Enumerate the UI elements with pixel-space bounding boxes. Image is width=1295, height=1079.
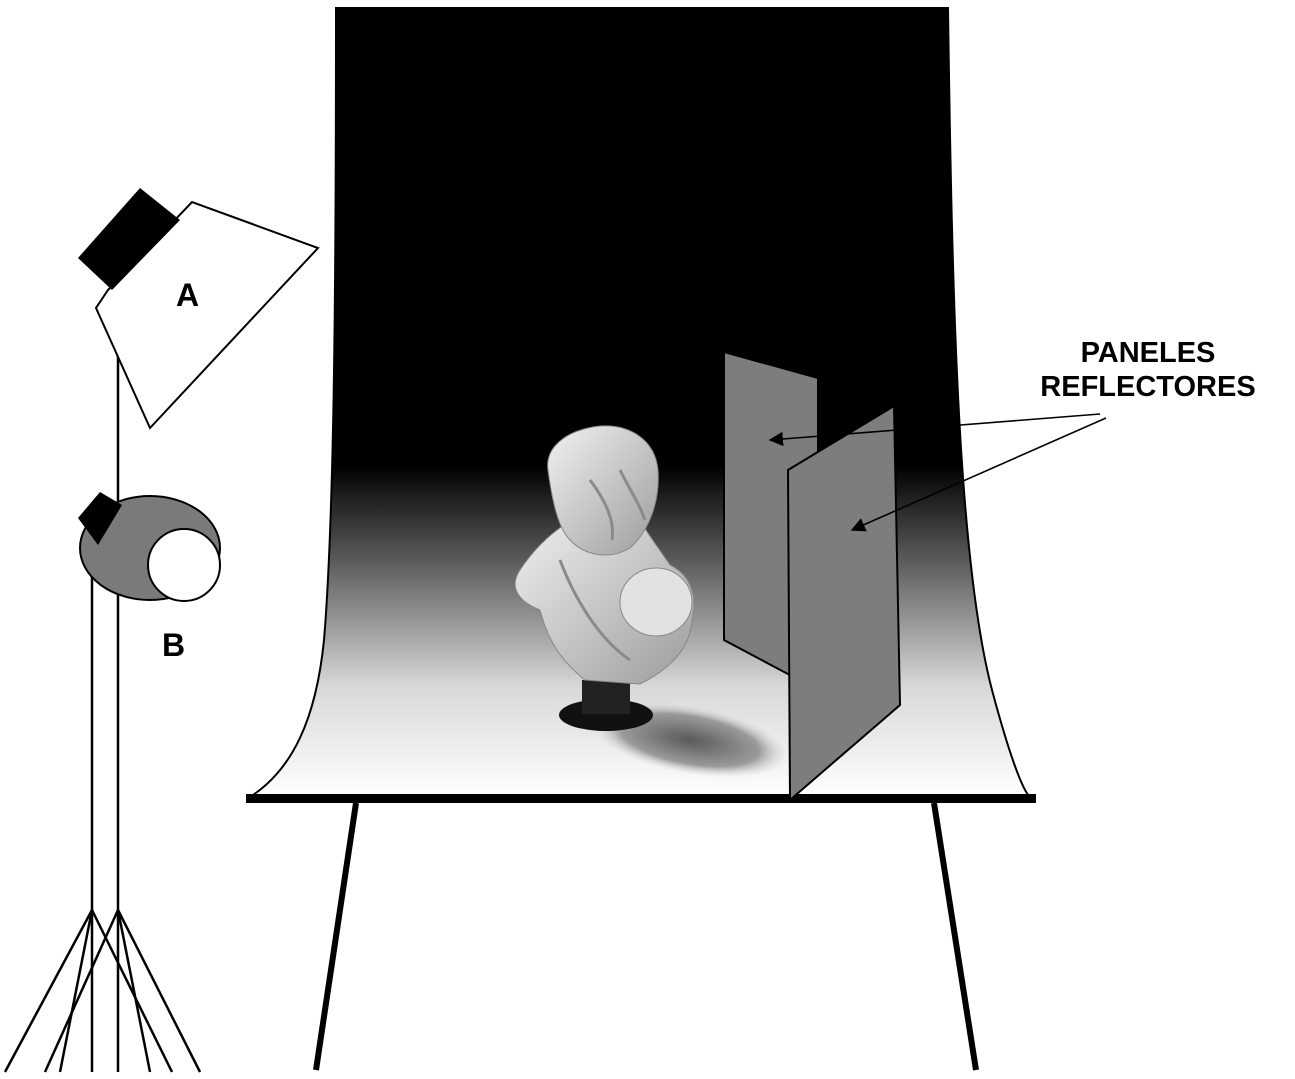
light-a-label: A: [176, 277, 199, 313]
table-top: [246, 794, 1036, 803]
table-leg-left: [316, 803, 356, 1070]
bust-pedestal-neck: [582, 680, 630, 714]
panels-label-line1: PANELES: [1081, 337, 1216, 369]
light-b-label: B: [162, 627, 185, 663]
spotlight-icon: [78, 492, 220, 601]
spotlight-b-lens: [148, 529, 220, 601]
table-leg-right: [934, 803, 976, 1070]
bust-child-head: [620, 568, 692, 636]
panels-label-line2: REFLECTORES: [1040, 371, 1255, 403]
light-stand: [5, 320, 200, 1072]
